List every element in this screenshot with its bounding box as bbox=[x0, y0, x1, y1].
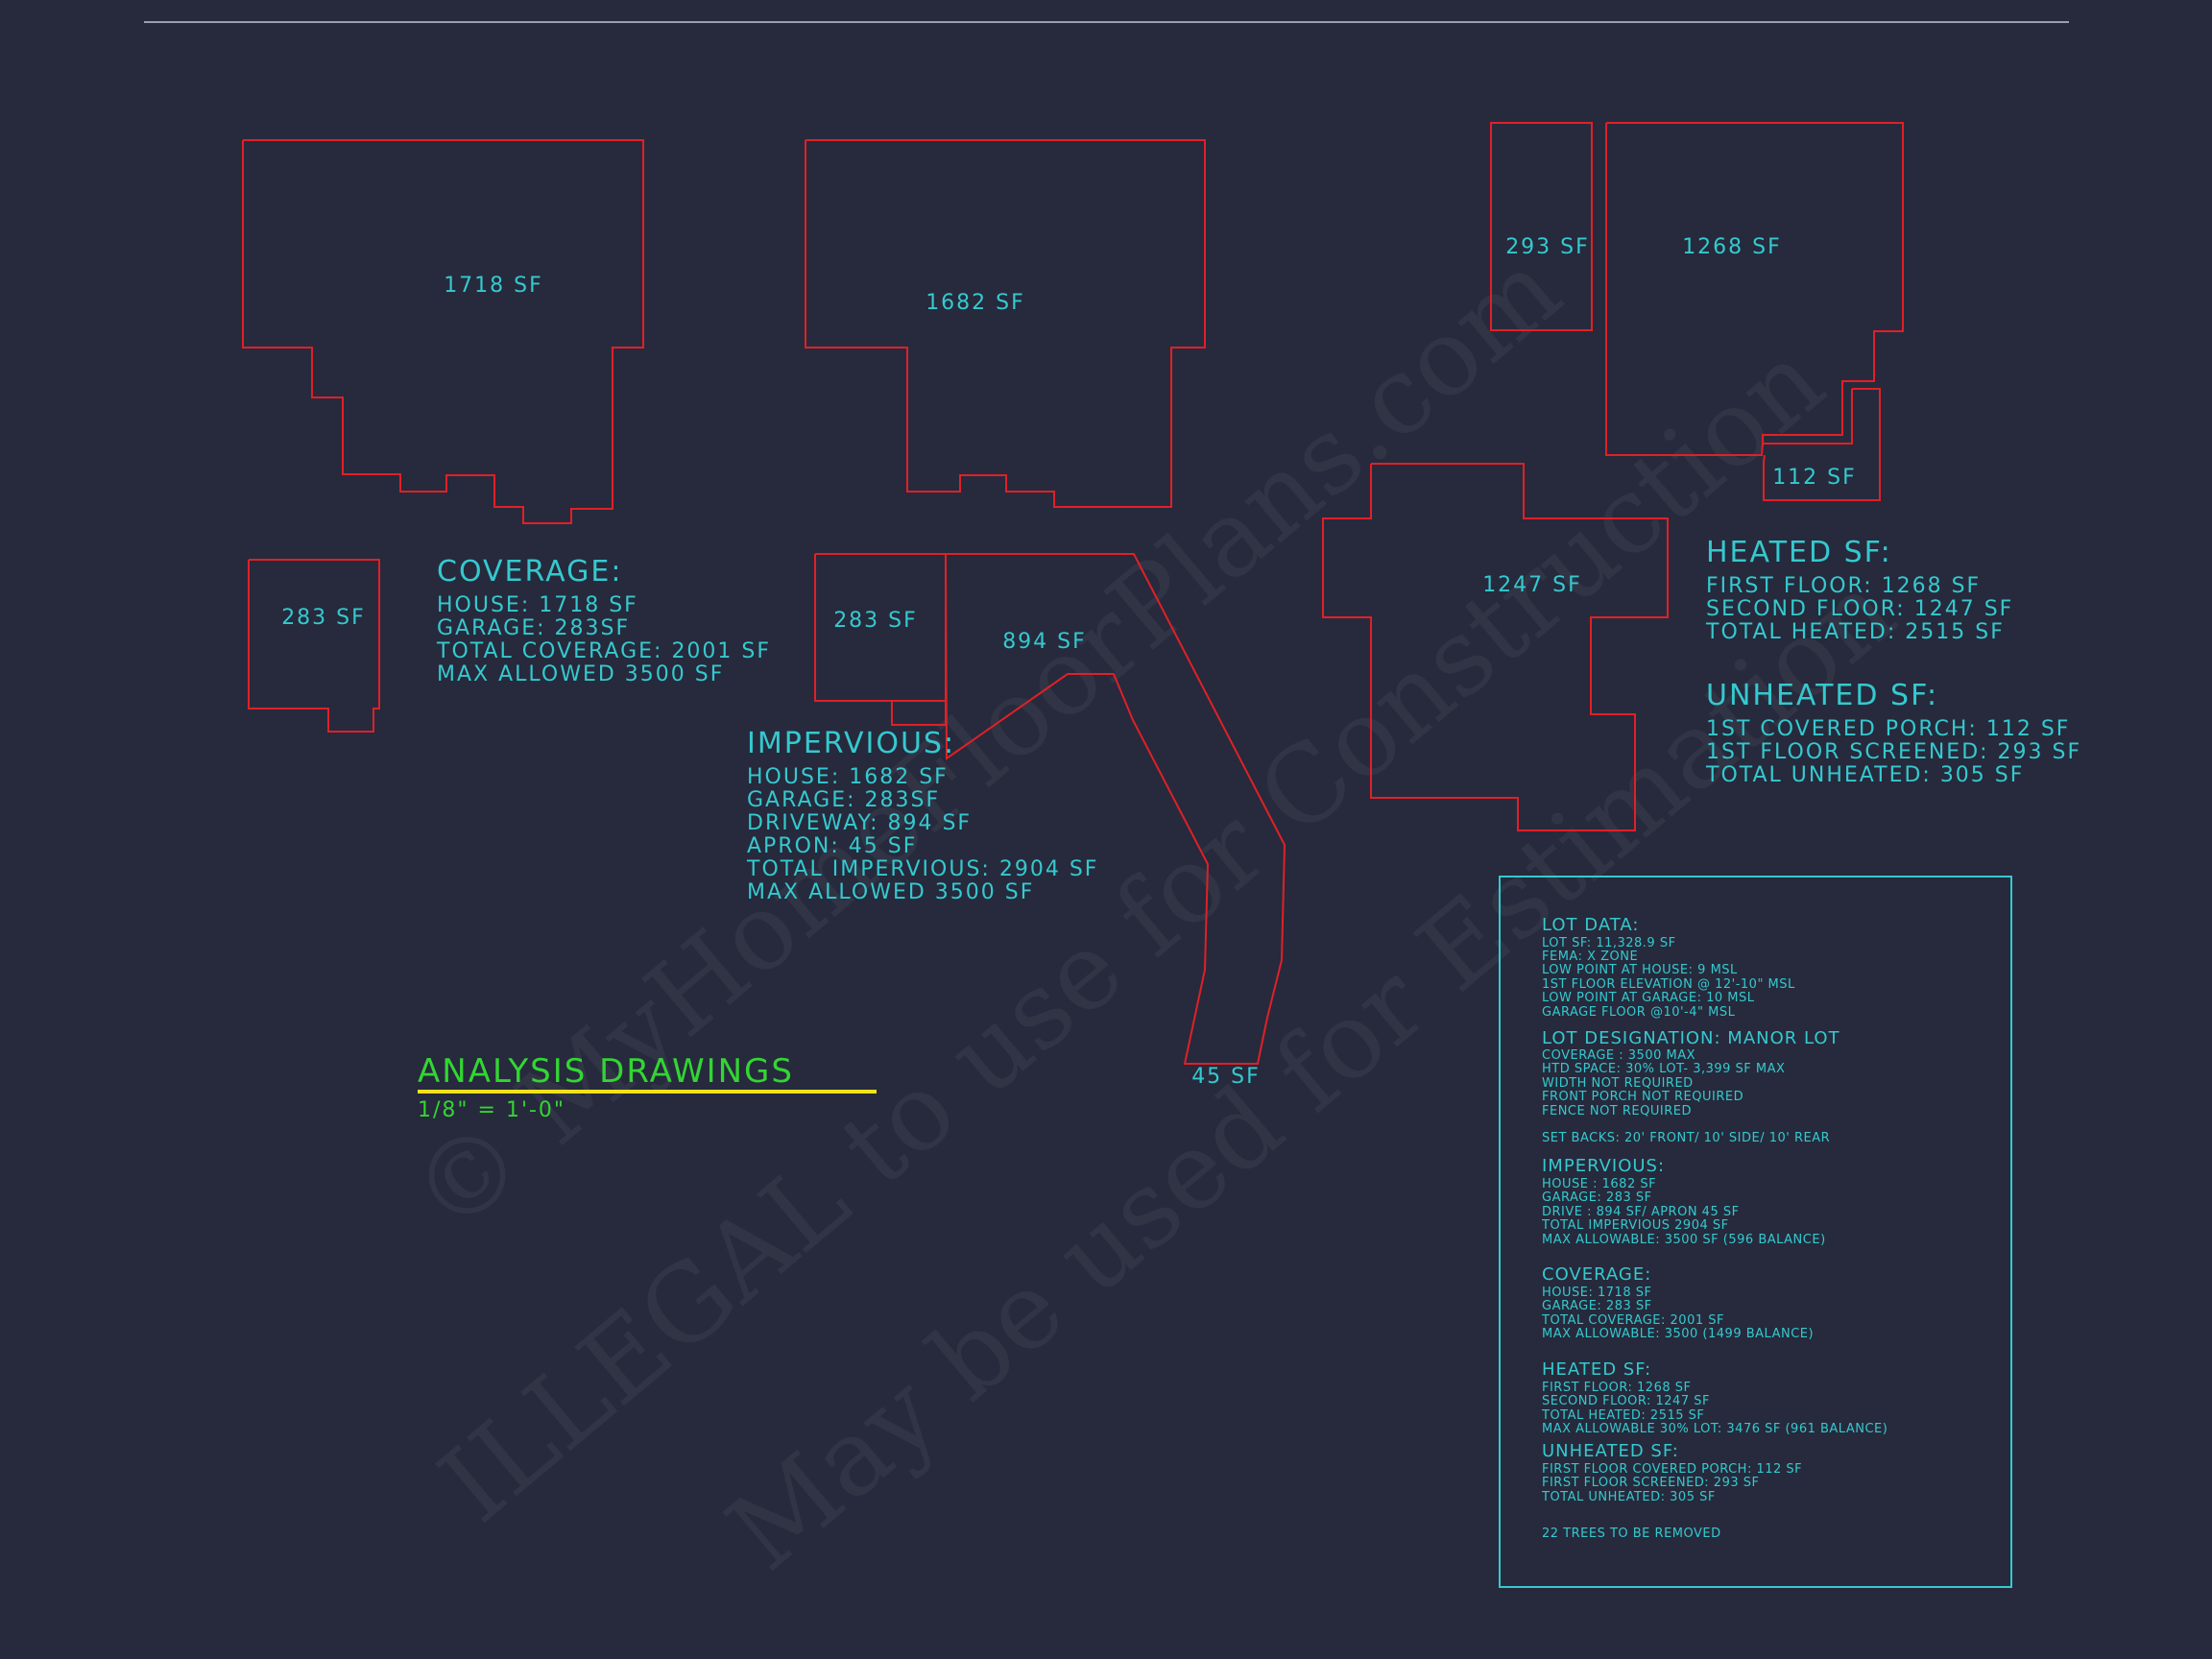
lot-heated-line: SECOND FLOOR: 1247 SF bbox=[1542, 1394, 1710, 1408]
coverage-garage-area: 283 SF bbox=[281, 606, 366, 630]
coverage-heading: COVERAGE: bbox=[437, 555, 622, 589]
impervious-garage-outline-2 bbox=[814, 554, 946, 726]
lot-unheated-heading: UNHEATED SF: bbox=[1542, 1441, 1679, 1461]
lot-designation-heading: LOT DESIGNATION: MANOR LOT bbox=[1542, 1028, 1840, 1048]
lot-data-content: LOT DATA: LOT SF: 11,328.9 SF FEMA: X ZO… bbox=[1541, 915, 1887, 1541]
drawing-title: ANALYSIS DRAWINGS 1/8" = 1'-0" bbox=[418, 1052, 877, 1122]
coverage-house-area: 1718 SF bbox=[444, 274, 543, 298]
impervious-line-max: MAX ALLOWED 3500 SF bbox=[747, 880, 1034, 904]
lot-designation-line: HTD SPACE: 30% LOT- 3,399 SF MAX bbox=[1542, 1062, 1785, 1076]
lot-impervious-line: DRIVE : 894 SF/ APRON 45 SF bbox=[1542, 1205, 1740, 1219]
coverage-line-garage: GARAGE: 283SF bbox=[437, 616, 630, 640]
lot-designation-line: WIDTH NOT REQUIRED bbox=[1542, 1076, 1694, 1091]
impervious-house-outline bbox=[805, 139, 1206, 508]
lot-impervious-line: GARAGE: 283 SF bbox=[1542, 1190, 1652, 1205]
lot-impervious-line: HOUSE : 1682 SF bbox=[1542, 1177, 1656, 1191]
lot-heated-heading: HEATED SF: bbox=[1542, 1359, 1651, 1380]
unheated-line-total: TOTAL UNHEATED: 305 SF bbox=[1705, 763, 2024, 787]
unheated-heading: UNHEATED SF: bbox=[1706, 679, 1938, 712]
apron-area: 45 SF bbox=[1191, 1065, 1261, 1089]
unheated-line-screened: 1ST FLOOR SCREENED: 293 SF bbox=[1706, 740, 2081, 764]
lot-coverage-line: MAX ALLOWABLE: 3500 (1499 BALANCE) bbox=[1542, 1327, 1814, 1341]
lot-unheated-line: FIRST FLOOR SCREENED: 293 SF bbox=[1542, 1476, 1759, 1490]
lot-data-line: LOW POINT AT GARAGE: 10 MSL bbox=[1542, 991, 1755, 1005]
setbacks-line: SET BACKS: 20' FRONT/ 10' SIDE/ 10' REAR bbox=[1542, 1131, 1830, 1145]
lot-coverage-line: GARAGE: 283 SF bbox=[1542, 1299, 1652, 1313]
coverage-line-max: MAX ALLOWED 3500 SF bbox=[437, 662, 724, 686]
lot-coverage-heading: COVERAGE: bbox=[1542, 1264, 1651, 1285]
lot-unheated-line: FIRST FLOOR COVERED PORCH: 112 SF bbox=[1542, 1462, 1802, 1477]
lot-data-line: FEMA: X ZONE bbox=[1542, 950, 1638, 964]
impervious-house-area: 1682 SF bbox=[926, 291, 1025, 315]
impervious-line-total: TOTAL IMPERVIOUS: 2904 SF bbox=[746, 857, 1098, 881]
heated-line-first: FIRST FLOOR: 1268 SF bbox=[1706, 574, 1981, 598]
lot-heated-line: FIRST FLOOR: 1268 SF bbox=[1542, 1381, 1691, 1395]
lot-data-line: LOT SF: 11,328.9 SF bbox=[1542, 936, 1676, 950]
lot-heated-line: TOTAL HEATED: 2515 SF bbox=[1541, 1408, 1704, 1423]
first-floor-inner-step bbox=[1763, 389, 1853, 445]
lot-data-line: GARAGE FLOOR @10'-4" MSL bbox=[1542, 1005, 1736, 1020]
second-floor-outline bbox=[1322, 463, 1669, 831]
covered-porch-outline bbox=[1763, 388, 1881, 501]
unheated-summary: UNHEATED SF: 1ST COVERED PORCH: 112 SF 1… bbox=[1705, 679, 2081, 787]
lot-heated-line: MAX ALLOWABLE 30% LOT: 3476 SF (961 BALA… bbox=[1542, 1422, 1887, 1436]
coverage-house-outline bbox=[242, 139, 644, 524]
screened-porch-area: 293 SF bbox=[1505, 235, 1590, 259]
impervious-line-garage: GARAGE: 283SF bbox=[747, 788, 940, 812]
coverage-line-total: TOTAL COVERAGE: 2001 SF bbox=[436, 639, 771, 663]
heated-summary: HEATED SF: FIRST FLOOR: 1268 SF SECOND F… bbox=[1705, 536, 2013, 644]
lot-data-line: LOW POINT AT HOUSE: 9 MSL bbox=[1542, 963, 1738, 977]
heated-line-second: SECOND FLOOR: 1247 SF bbox=[1706, 597, 2013, 621]
unheated-line-porch: 1ST COVERED PORCH: 112 SF bbox=[1706, 717, 2070, 741]
screened-porch-outline bbox=[1490, 122, 1593, 331]
first-floor-outline bbox=[1605, 122, 1904, 456]
lot-data-heading: LOT DATA: bbox=[1542, 915, 1639, 935]
coverage-garage-outline bbox=[248, 559, 380, 733]
driveway-area: 894 SF bbox=[1002, 630, 1087, 654]
heated-heading: HEATED SF: bbox=[1706, 536, 1892, 569]
coverage-line-house: HOUSE: 1718 SF bbox=[437, 593, 638, 617]
lot-impervious-line: MAX ALLOWABLE: 3500 SF (596 BALANCE) bbox=[1542, 1233, 1826, 1247]
covered-porch-area: 112 SF bbox=[1772, 466, 1857, 490]
impervious-summary: IMPERVIOUS: HOUSE: 1682 SF GARAGE: 283SF… bbox=[746, 727, 1098, 904]
impervious-garage-outline bbox=[815, 553, 947, 726]
lot-data-line: 1ST FLOOR ELEVATION @ 12'-10" MSL bbox=[1542, 977, 1795, 992]
lot-designation-line: COVERAGE : 3500 MAX bbox=[1542, 1048, 1695, 1063]
lot-designation-line: FRONT PORCH NOT REQUIRED bbox=[1542, 1090, 1743, 1104]
impervious-line-apron: APRON: 45 SF bbox=[747, 834, 917, 858]
first-floor-area: 1268 SF bbox=[1682, 235, 1782, 259]
impervious-line-house: HOUSE: 1682 SF bbox=[747, 765, 949, 789]
impervious-line-driveway: DRIVEWAY: 894 SF bbox=[747, 811, 972, 835]
second-floor-area: 1247 SF bbox=[1482, 573, 1582, 597]
coverage-summary: COVERAGE: HOUSE: 1718 SF GARAGE: 283SF T… bbox=[436, 555, 771, 686]
lot-coverage-line: TOTAL COVERAGE: 2001 SF bbox=[1541, 1313, 1724, 1328]
lot-designation-line: FENCE NOT REQUIRED bbox=[1542, 1104, 1692, 1118]
driveway-outline bbox=[945, 553, 1286, 1065]
lot-impervious-line: TOTAL IMPERVIOUS 2904 SF bbox=[1541, 1218, 1729, 1233]
lot-unheated-line: TOTAL UNHEATED: 305 SF bbox=[1541, 1490, 1716, 1504]
lot-coverage-line: HOUSE: 1718 SF bbox=[1542, 1286, 1651, 1300]
drawing-title-text: ANALYSIS DRAWINGS bbox=[418, 1052, 794, 1091]
lot-impervious-heading: IMPERVIOUS: bbox=[1542, 1156, 1665, 1176]
trees-note: 22 TREES TO BE REMOVED bbox=[1542, 1527, 1721, 1541]
lot-data-box bbox=[1499, 876, 2012, 1588]
impervious-heading: IMPERVIOUS: bbox=[747, 727, 955, 760]
impervious-garage-area: 283 SF bbox=[833, 609, 918, 633]
drawing-scale: 1/8" = 1'-0" bbox=[418, 1098, 565, 1122]
heated-line-total: TOTAL HEATED: 2515 SF bbox=[1705, 620, 2005, 644]
